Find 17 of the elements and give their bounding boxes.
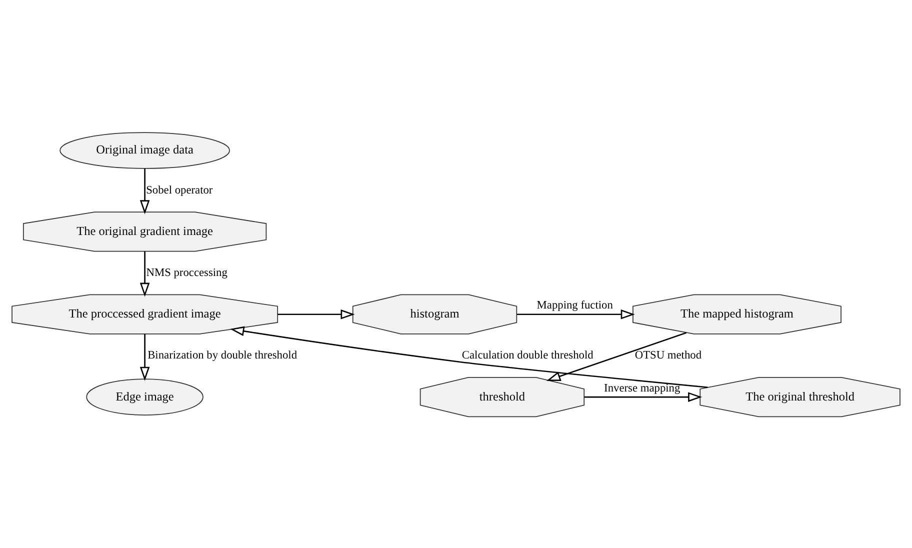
arrow xyxy=(516,308,635,319)
arrow xyxy=(278,308,355,319)
edge-label: Mapping fuction xyxy=(536,299,613,312)
node-ellipse: Original image data xyxy=(60,132,230,168)
edge-label: Calculation double threshold xyxy=(462,349,594,362)
arrow xyxy=(546,332,687,380)
edge-label: OTSU method xyxy=(634,349,702,362)
arrow xyxy=(584,392,702,402)
edge-label: Inverse mapping xyxy=(604,382,680,394)
edge-label: NMS proccessing xyxy=(146,266,228,278)
arrow xyxy=(140,334,150,380)
arrow xyxy=(140,250,150,296)
arrow xyxy=(230,326,708,388)
node-ellipse: Edge image xyxy=(86,378,204,415)
edge-label: Sobel operator xyxy=(146,184,213,196)
arrow xyxy=(140,168,150,214)
edge-label: Binarization by double threshold xyxy=(148,349,298,362)
